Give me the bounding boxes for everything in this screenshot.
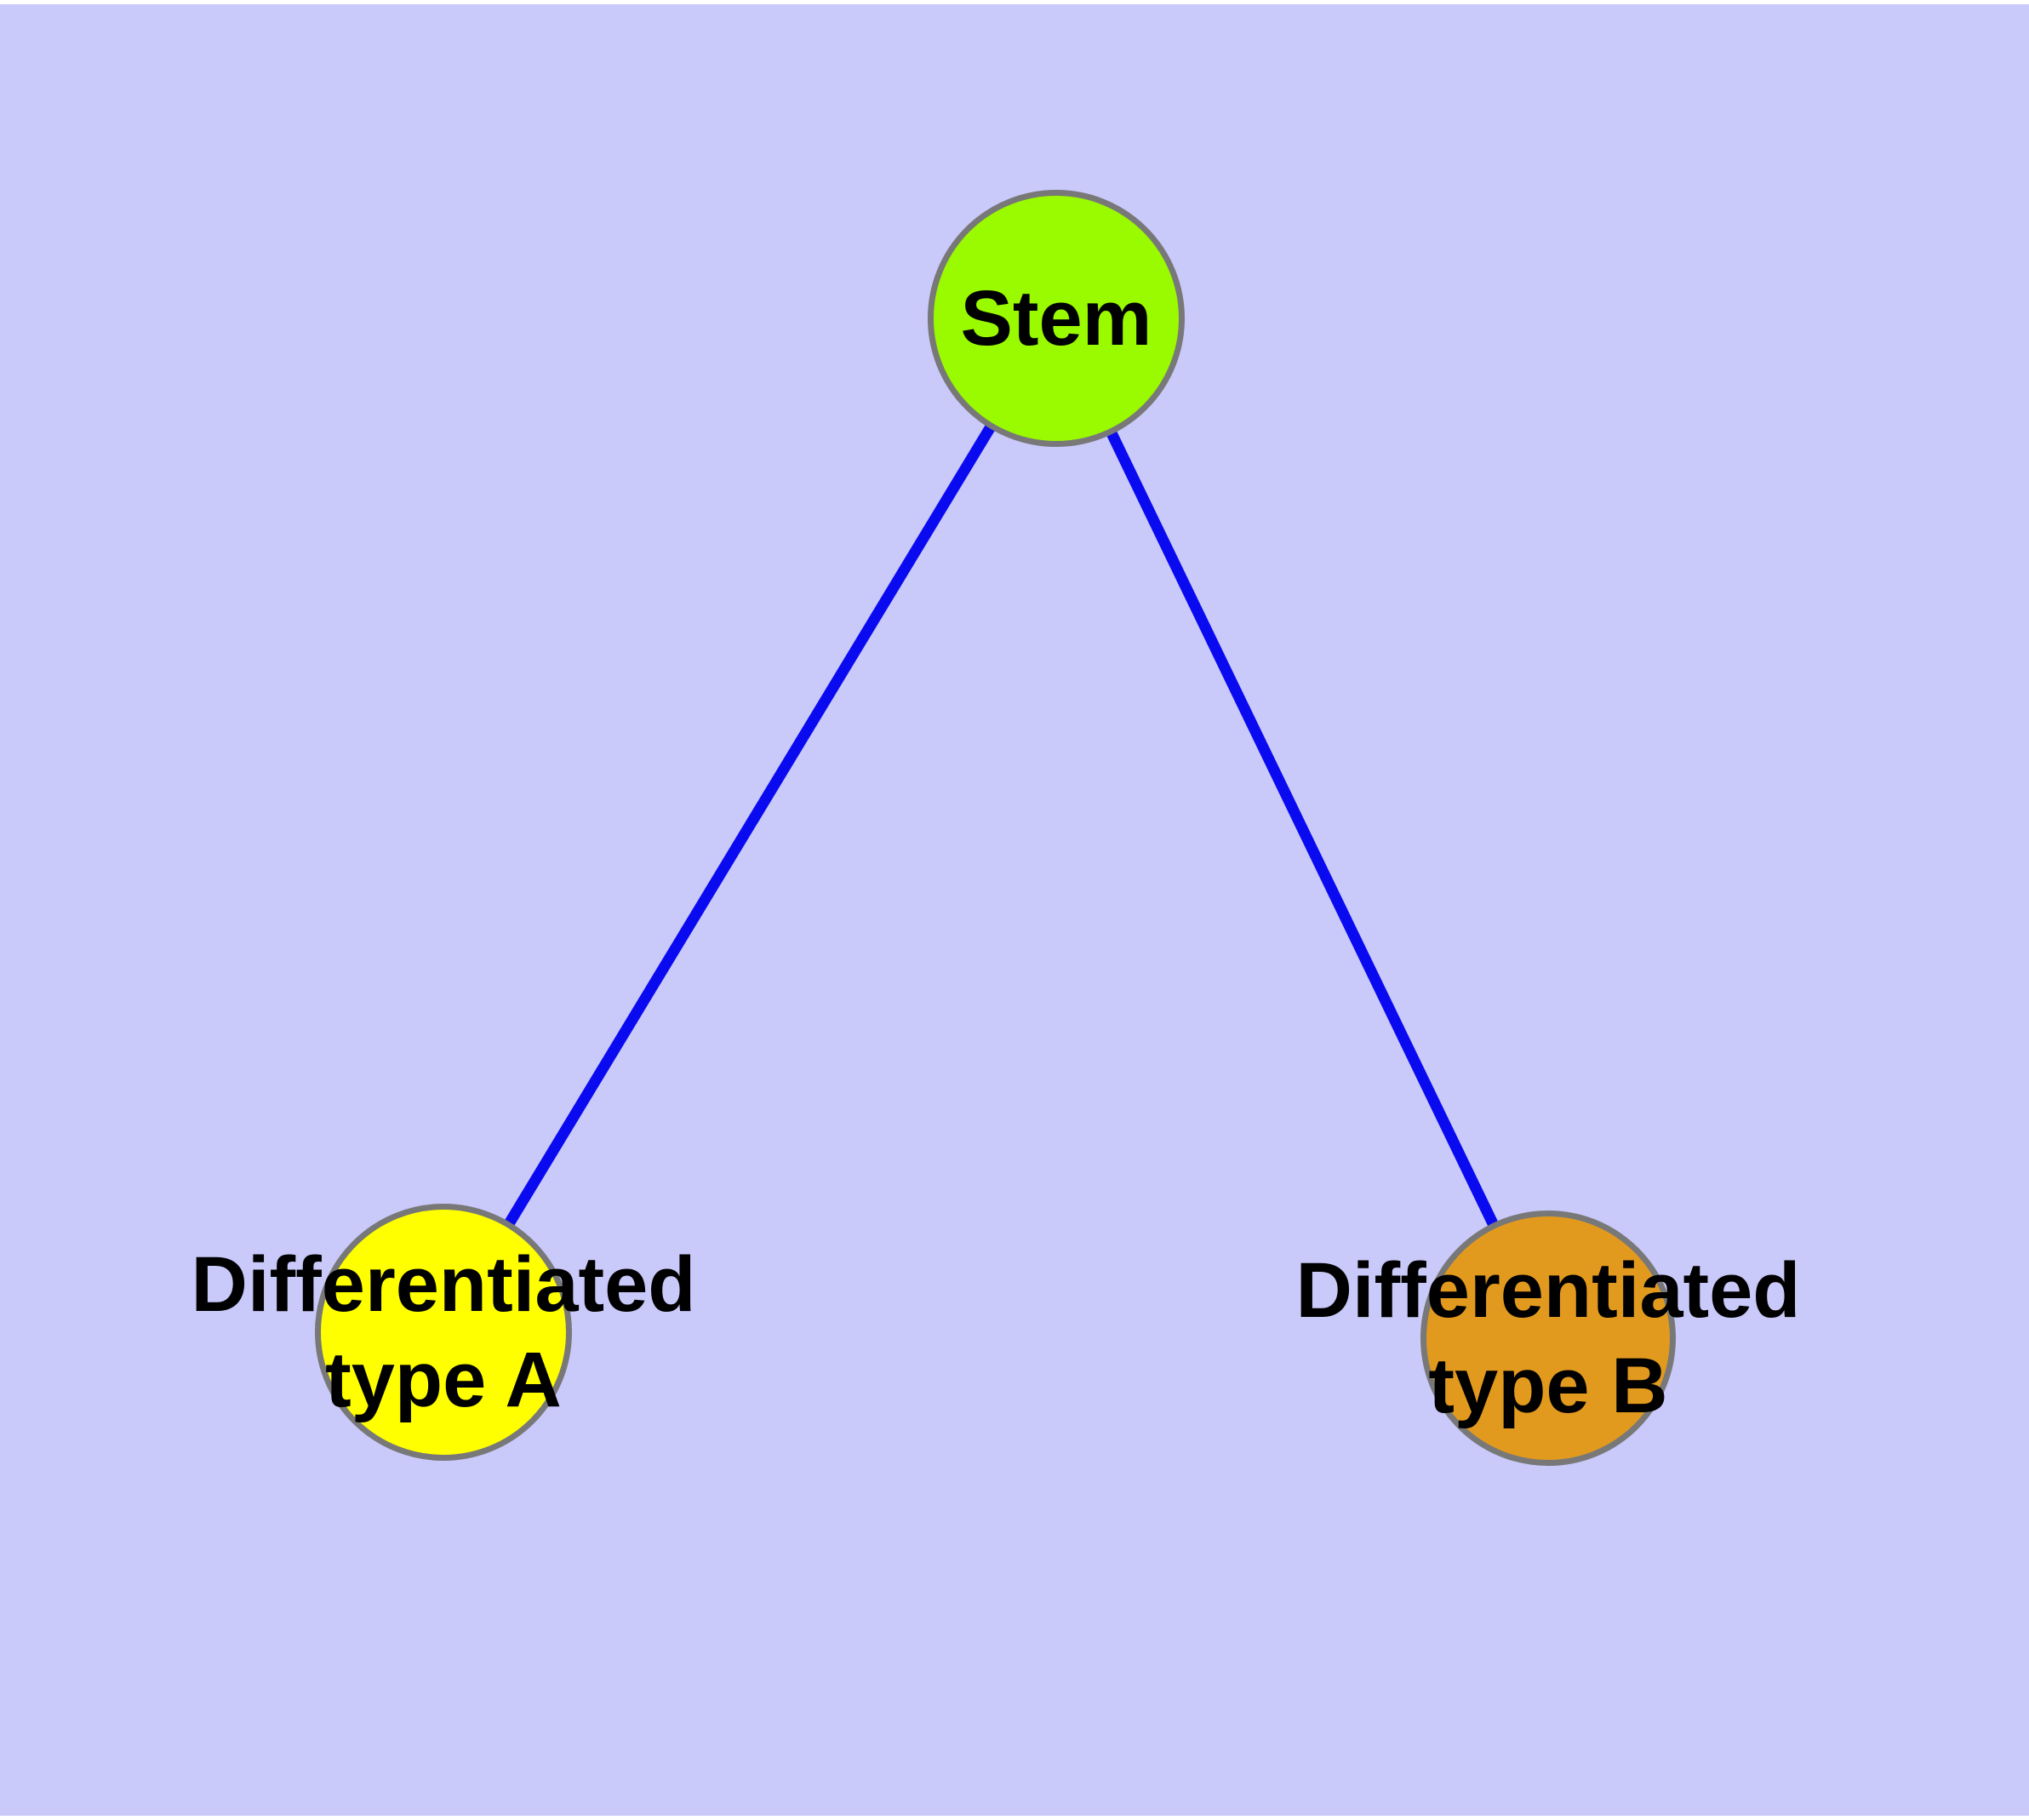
node-type-b-label-line1: Differentiated [1295,1247,1801,1334]
edge-stem-to-type-a [438,315,1061,1336]
node-stem-circle [928,190,1185,447]
node-type-a-label-line1: Differentiated [191,1241,696,1328]
node-type-b-label-line2: type B [1428,1342,1668,1429]
node-type-a-label-line2: type A [325,1336,562,1423]
node-type-b-label: Differentiated type B [1296,1243,1801,1434]
edge-stem-to-type-b [1051,316,1553,1341]
node-type-a-label: Differentiated type A [191,1237,696,1428]
node-stem-label: Stem [961,271,1152,366]
node-stem-label-line1: Stem [960,275,1152,362]
node-type-a-circle [315,1204,572,1461]
node-type-b-circle [1420,1210,1676,1466]
